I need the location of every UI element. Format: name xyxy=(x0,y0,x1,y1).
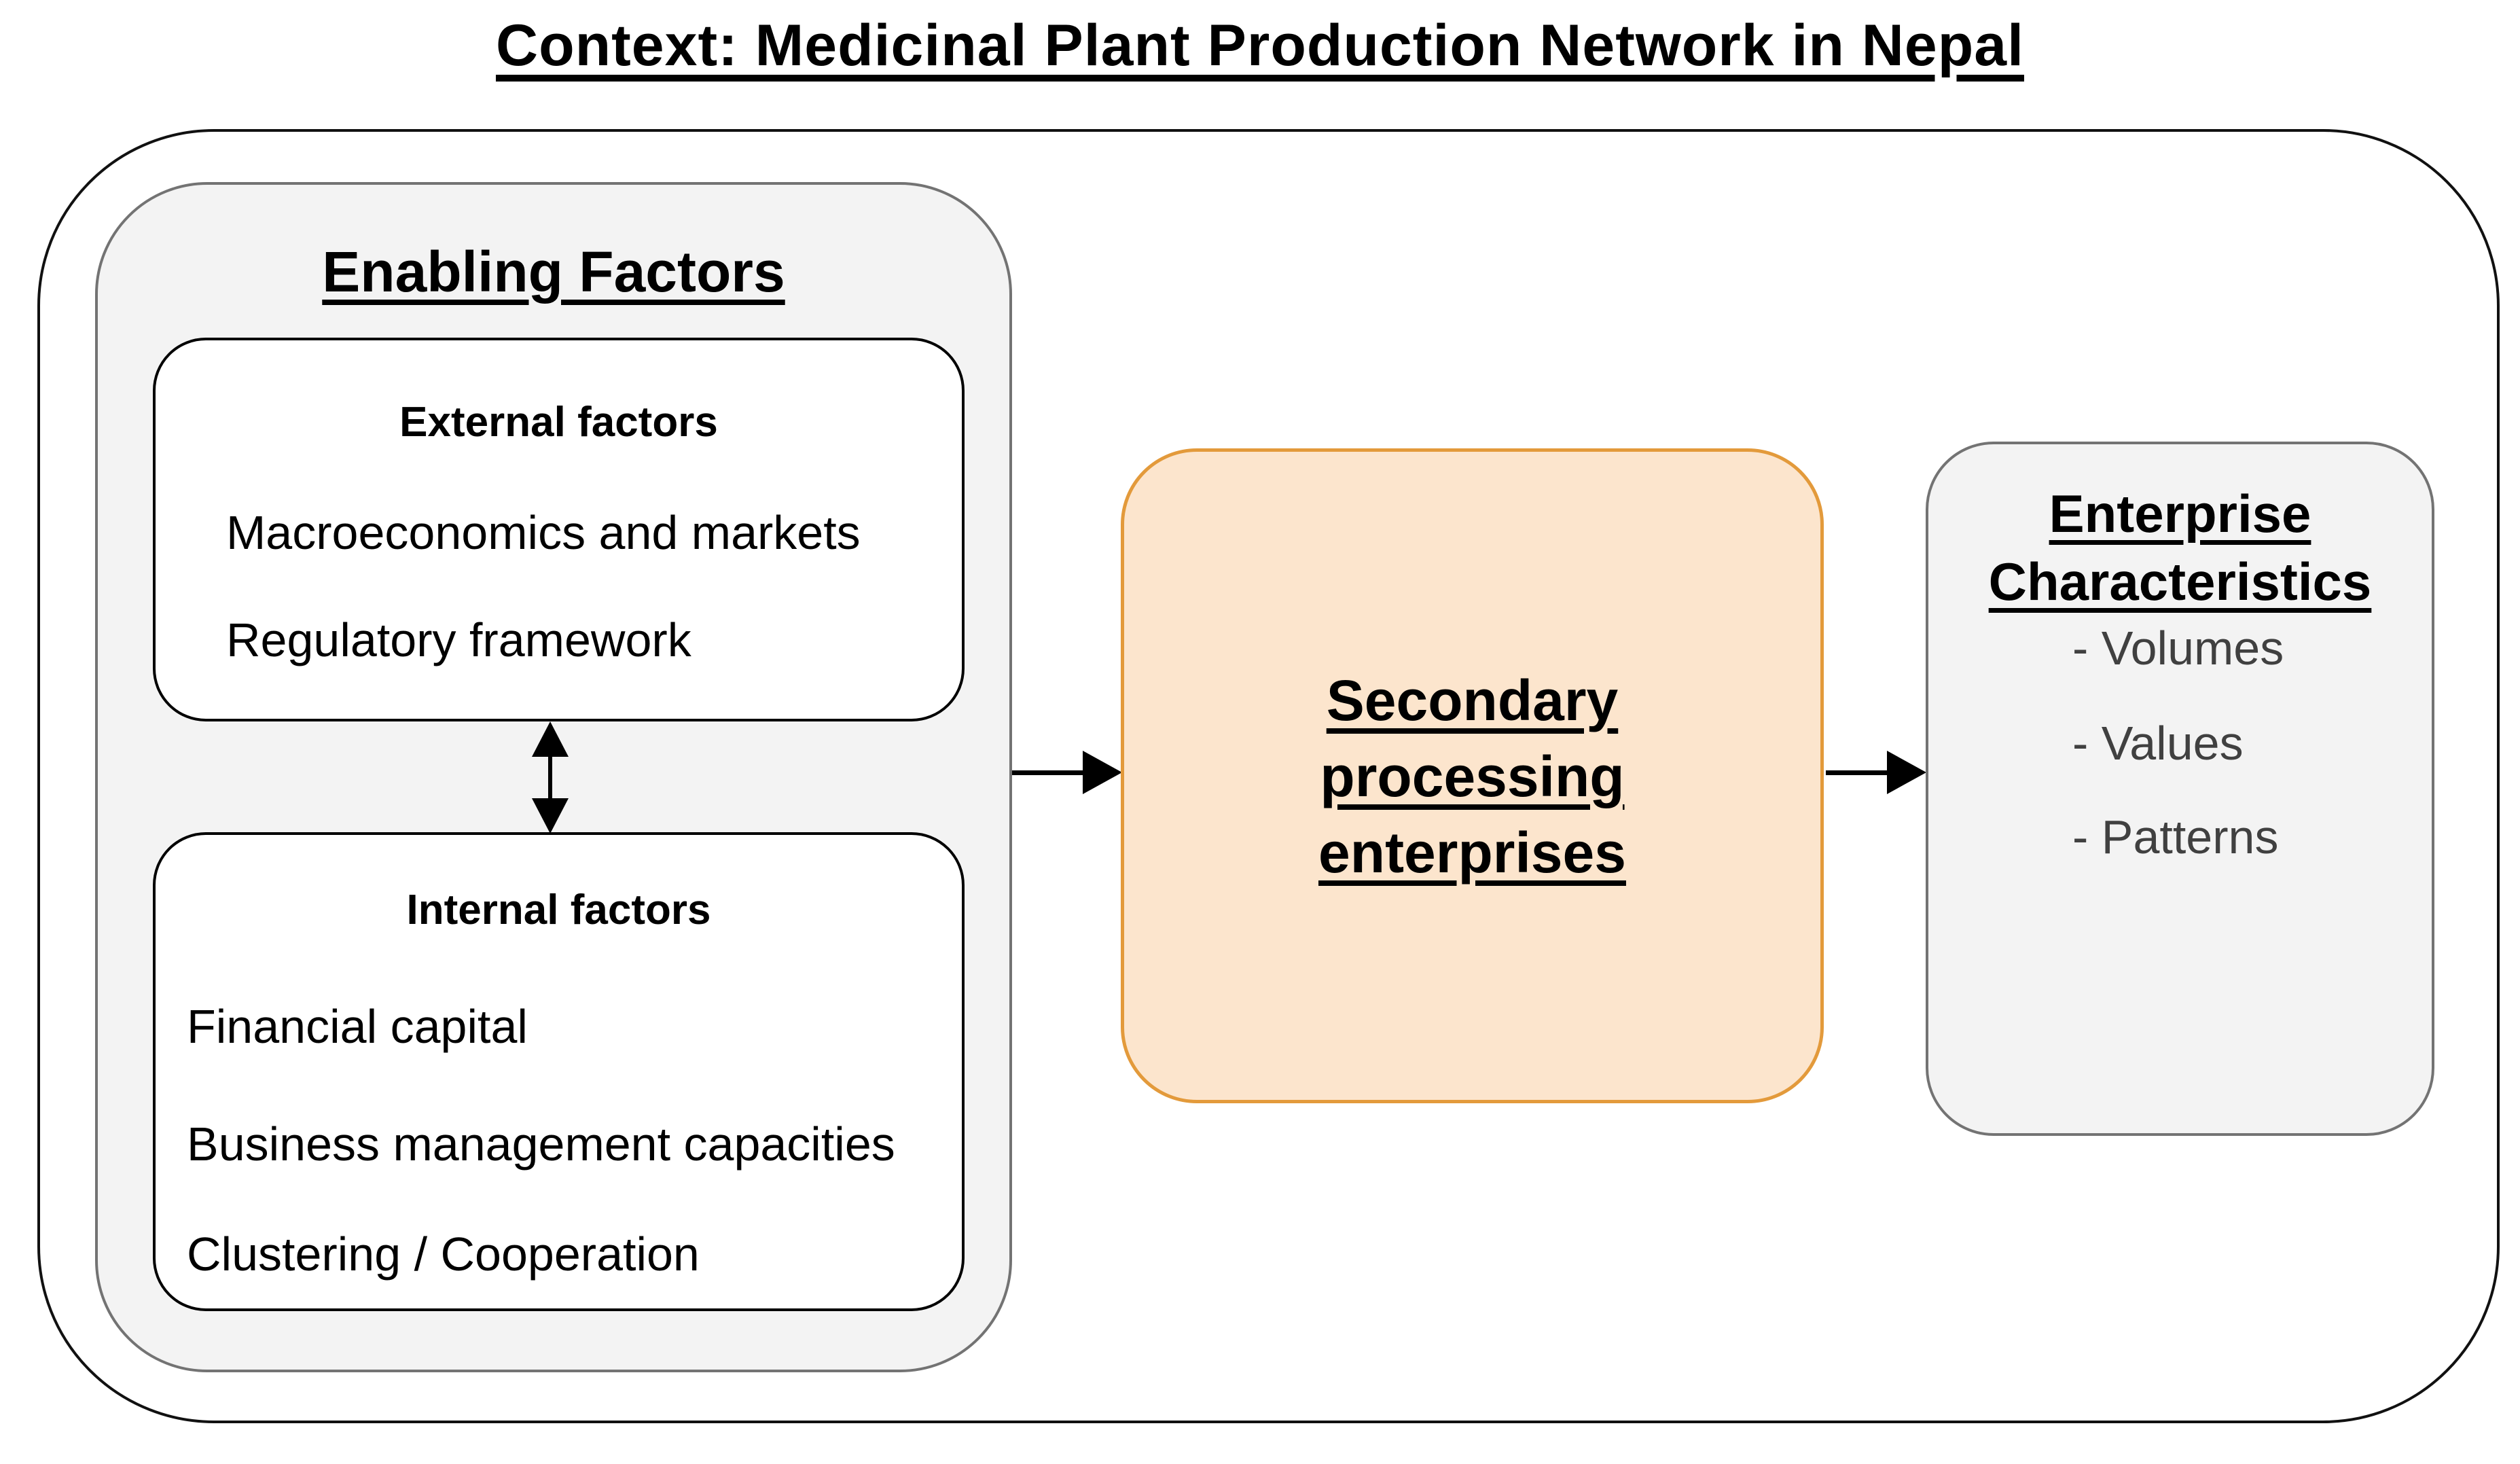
internal-factors-box: Internal factors Financial capital Busin… xyxy=(153,832,965,1311)
internal-factors-heading: Internal factors xyxy=(406,887,711,933)
external-factor-item: Regulatory framework xyxy=(226,613,691,666)
arrow-down-head-icon xyxy=(532,798,569,834)
double-arrow-shaft xyxy=(548,747,552,808)
internal-factor-item: Clustering / Cooperation xyxy=(187,1228,700,1281)
arrow-right-head-icon xyxy=(1083,751,1122,794)
enterprise-characteristic-item: - Patterns xyxy=(2072,810,2279,863)
enabling-factors-title: Enabling Factors xyxy=(322,240,785,304)
enterprise-characteristics-box: Enterprise Characteristics - Volumes - V… xyxy=(1926,442,2434,1136)
external-factors-box: External factors Macroeconomics and mark… xyxy=(153,338,965,721)
arrow-shaft xyxy=(1826,770,1890,775)
secondary-processing-line3: enterprises xyxy=(1318,821,1626,885)
page-title: Context: Medicinal Plant Production Netw… xyxy=(496,13,2024,78)
internal-factor-item: Business management capacities xyxy=(187,1118,895,1171)
secondary-processing-label: Secondary processing enterprises xyxy=(1124,662,1820,891)
secondary-processing-box: Secondary processing enterprises xyxy=(1121,448,1824,1103)
external-factor-item: Macroeconomics and markets xyxy=(226,506,861,559)
arrow-up-head-icon xyxy=(532,721,569,757)
enterprise-characteristic-item: - Values xyxy=(2072,717,2244,770)
enterprise-characteristic-item: - Volumes xyxy=(2072,622,2284,675)
secondary-processing-line2: processing xyxy=(1320,745,1625,808)
secondary-processing-line1: Secondary xyxy=(1326,668,1619,732)
arrow-shaft xyxy=(1012,770,1087,775)
internal-factor-item: Financial capital xyxy=(187,1000,528,1053)
enterprise-characteristics-title: Enterprise Characteristics xyxy=(1928,480,2432,615)
enterprise-title-line1: Enterprise xyxy=(2049,484,2311,543)
arrow-right-head-icon xyxy=(1887,751,1926,794)
enterprise-title-line2: Characteristics xyxy=(1988,552,2372,611)
external-factors-heading: External factors xyxy=(399,399,718,446)
